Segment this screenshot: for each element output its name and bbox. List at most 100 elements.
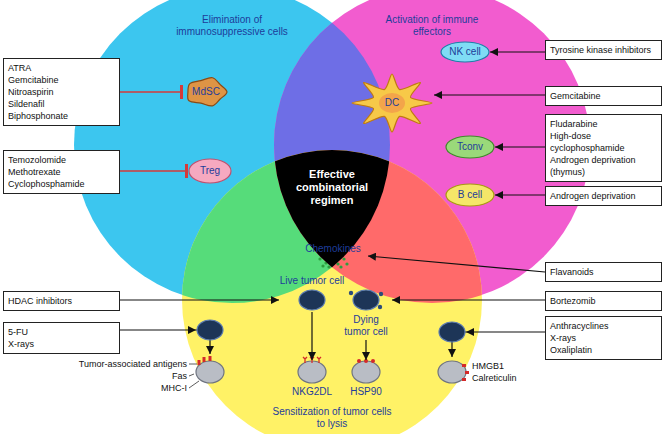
inhibition-connector xyxy=(120,170,188,172)
hsp-mark xyxy=(357,359,361,363)
drug-name: ATRA xyxy=(8,62,115,74)
svg-part xyxy=(74,0,390,303)
drug-name: High-dose cyclophosphamide xyxy=(550,130,657,154)
cell-body xyxy=(446,184,494,206)
chemokine-dot xyxy=(345,262,348,265)
drug-name: HDAC inhibitors xyxy=(8,295,115,307)
drug-name: Androgen deprivation (thymus) xyxy=(550,154,657,178)
circle-title: Elimination of immunosuppressive cells xyxy=(167,14,297,38)
cell-caption: Live tumor cell xyxy=(279,275,345,287)
cell-body xyxy=(196,361,224,383)
venn-overlap xyxy=(74,0,390,303)
arrow-head xyxy=(466,328,474,336)
drug-name: Androgen deprivation xyxy=(550,190,657,202)
drug-name: 5-FU xyxy=(8,326,115,338)
chemokine-label: Chemokines xyxy=(298,243,368,255)
cell-body xyxy=(352,74,432,132)
leader-line xyxy=(189,381,199,388)
drug-name: Temozolomide xyxy=(8,154,115,166)
tumor-cell xyxy=(197,320,223,340)
drug-name: X-rays xyxy=(8,338,115,350)
drug-box: Flavanoids xyxy=(545,262,662,282)
cell-body xyxy=(188,78,227,106)
arrow-connector xyxy=(311,312,312,360)
drug-name: Cyclophosphamide xyxy=(8,178,115,190)
ligand-mark xyxy=(310,357,314,363)
drug-box: Gemcitabine xyxy=(545,86,662,106)
b-cell: B cell xyxy=(445,183,495,207)
cell-body xyxy=(441,42,489,62)
cell-body xyxy=(299,290,325,310)
hsp-mark xyxy=(371,359,375,363)
ligand-mark xyxy=(303,357,307,363)
cell-body xyxy=(189,159,231,183)
drug-name: Nitroaspirin xyxy=(8,86,115,98)
cell-label: Treg xyxy=(200,165,220,177)
live-tumor-cell: Live tumor cell xyxy=(279,275,345,312)
sensitized-tumor-cell: HSP90 xyxy=(341,360,391,400)
venn-circle-fill xyxy=(74,0,390,303)
drug-box: Androgen deprivation xyxy=(545,186,662,206)
exposure-mark xyxy=(465,371,469,374)
cell-body xyxy=(352,361,380,383)
cell-nucleus xyxy=(379,93,405,113)
arrow-connector xyxy=(368,256,545,272)
circle-title: Sensitization of tumor cells to lysis xyxy=(270,406,394,430)
drug-name: Biphosphonate xyxy=(8,110,115,122)
inhibition-connector xyxy=(120,91,183,93)
dendritic-cell: DC xyxy=(350,72,434,134)
treg-cell: Treg xyxy=(188,158,232,184)
cell-label: MdSC xyxy=(192,86,220,98)
tconv-cell: Tconv xyxy=(445,135,495,159)
sensitized-tumor-cell: Tumor-associated antigensFasMHC-I xyxy=(75,354,225,398)
arrow-connector xyxy=(490,51,545,52)
chemokine-dot xyxy=(318,257,321,260)
drug-box: AnthracyclinesX-raysOxaliplatin xyxy=(545,316,662,360)
drug-name: Fludarabine xyxy=(550,118,657,130)
chemokine-dot xyxy=(339,265,342,268)
sensitized-tumor-cell: HMGB1Calreticulin xyxy=(438,357,538,387)
drug-box: Tyrosine kinase inhibitors xyxy=(545,40,662,60)
arrow-connector xyxy=(365,340,366,360)
antigen-mark xyxy=(209,356,212,361)
hsp-mark xyxy=(364,359,368,363)
molecule-label: Tumor-associated antigens xyxy=(75,358,187,370)
molecule-label: HMGB1 xyxy=(472,360,538,372)
cell-body xyxy=(446,136,494,158)
cell-label: DC xyxy=(385,97,399,109)
apoptotic-bleb xyxy=(379,292,383,296)
cell-body xyxy=(298,361,326,383)
drug-name: Tyrosine kinase inhibitors xyxy=(550,44,657,56)
chemokine-dot xyxy=(327,265,330,268)
drug-box: 5-FUX-rays xyxy=(3,322,120,354)
arrow-connector xyxy=(495,146,545,147)
svg-part xyxy=(74,0,390,303)
drug-name: Gemcitabine xyxy=(550,90,657,102)
arrow-connector xyxy=(452,332,545,357)
cell-label: Tconv xyxy=(457,141,483,153)
drug-name: Gemcitabine xyxy=(8,74,115,86)
drug-box: Bortezomib xyxy=(545,291,662,311)
venn-overlap xyxy=(74,0,390,303)
arrow-connector xyxy=(120,330,210,354)
tumor-cell xyxy=(439,322,465,342)
leader-line xyxy=(189,374,194,376)
circle-title: Activation of immune effectors xyxy=(376,14,488,38)
arrow-head xyxy=(188,326,196,334)
arrow-connector xyxy=(392,299,545,300)
apoptotic-bleb xyxy=(349,291,353,295)
nk-cell: NK cell xyxy=(440,41,490,63)
cell-label: NK cell xyxy=(449,46,481,58)
cell-body xyxy=(353,290,379,310)
antigen-mark xyxy=(198,360,201,365)
molecule-label: NKG2DL xyxy=(287,386,337,398)
molecule-label: Fas xyxy=(75,370,187,382)
drug-name: Sildenafil xyxy=(8,98,115,110)
center-label: Effective combinatorial regimen xyxy=(284,168,380,207)
cell-label: B cell xyxy=(458,189,482,201)
arrow-connector xyxy=(434,94,545,95)
drug-name: Bortezomib xyxy=(550,295,657,307)
drug-name: Oxaliplatin xyxy=(550,344,657,356)
exposure-mark xyxy=(462,364,466,367)
